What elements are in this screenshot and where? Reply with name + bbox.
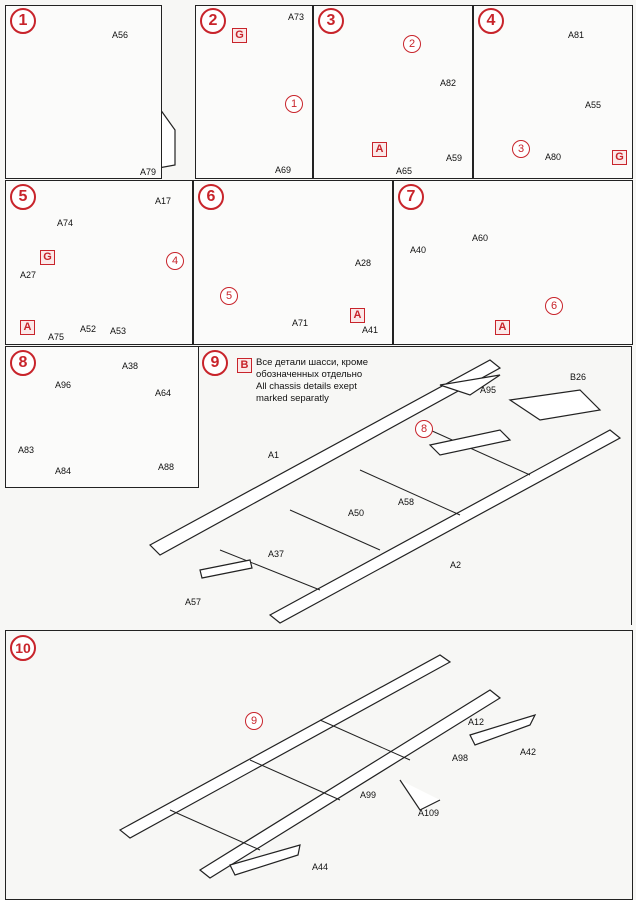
part-label: A55	[585, 100, 602, 110]
part-label: A80	[545, 152, 562, 162]
step-number: 3	[318, 8, 344, 34]
part-label: A41	[362, 325, 379, 335]
step-reference: 2	[403, 35, 421, 53]
step-number: 6	[198, 184, 224, 210]
part-label: A2	[450, 560, 462, 570]
step-number: 5	[10, 184, 36, 210]
part-label: A73	[288, 12, 305, 22]
part-label: A81	[568, 30, 585, 40]
sprue-tag: A	[495, 320, 510, 335]
step-reference: 5	[220, 287, 238, 305]
part-label: A64	[155, 388, 172, 398]
part-label: A59	[446, 153, 463, 163]
step-5-panel	[5, 180, 193, 345]
part-label: A57	[185, 597, 202, 607]
part-label: A96	[55, 380, 72, 390]
step-1-panel	[5, 5, 162, 179]
sprue-tag: G	[232, 28, 247, 43]
part-label: A56	[112, 30, 129, 40]
part-label: A58	[398, 497, 415, 507]
part-label: B26	[570, 372, 587, 382]
step-number: 10	[10, 635, 36, 661]
step-number: 9	[202, 350, 228, 376]
sprue-tag: A	[350, 308, 365, 323]
sprue-tag: G	[40, 250, 55, 265]
part-label: A99	[360, 790, 377, 800]
step-number: 4	[478, 8, 504, 34]
step-reference: 9	[245, 712, 263, 730]
step-reference: 1	[285, 95, 303, 113]
step-number: 2	[200, 8, 226, 34]
part-label: A40	[410, 245, 427, 255]
part-label: A17	[155, 196, 172, 206]
part-label: A74	[57, 218, 74, 228]
part-label: A44	[312, 862, 329, 872]
part-label: A88	[158, 462, 175, 472]
step-7-panel	[393, 180, 633, 345]
part-label: A84	[55, 466, 72, 476]
part-label: A69	[275, 165, 292, 175]
step-number: 1	[10, 8, 36, 34]
sprue-tag: A	[372, 142, 387, 157]
step-4-panel	[473, 5, 633, 179]
step-reference: 8	[415, 420, 433, 438]
step-3-panel	[313, 5, 473, 179]
part-label: A37	[268, 549, 285, 559]
step-reference: 6	[545, 297, 563, 315]
part-label: A52	[80, 324, 97, 334]
part-label: A50	[348, 508, 365, 518]
part-label: A12	[468, 717, 485, 727]
note-line: marked separatly	[256, 393, 329, 404]
part-label: A27	[20, 270, 37, 280]
note-line: All chassis details exept	[256, 381, 357, 392]
note-line: Все детали шасси, кроме	[256, 357, 369, 368]
part-label: A95	[480, 385, 497, 395]
chassis-note: Все детали шасси, кроме обозначенных отд…	[256, 357, 368, 405]
part-label: A60	[472, 233, 489, 243]
sprue-tag: G	[612, 150, 627, 165]
part-label: A98	[452, 753, 469, 763]
step-2-panel	[195, 5, 313, 179]
part-label: A109	[418, 808, 440, 818]
step-reference: 3	[512, 140, 530, 158]
part-label: A28	[355, 258, 372, 268]
part-label: A65	[396, 166, 413, 176]
sprue-tag: A	[20, 320, 35, 335]
step-9-panel	[197, 346, 632, 625]
sprue-tag: B	[237, 358, 252, 373]
part-label: A38	[122, 361, 139, 371]
step-number: 8	[10, 350, 36, 376]
part-label: A75	[48, 332, 65, 342]
part-label: A79	[140, 167, 157, 177]
note-line: обозначенных отдельно	[256, 369, 363, 380]
part-label: A1	[268, 450, 280, 460]
part-label: A82	[440, 78, 457, 88]
part-label: A42	[520, 747, 537, 757]
step-10-panel	[5, 630, 633, 900]
part-label: A53	[110, 326, 127, 336]
part-label: A71	[292, 318, 309, 328]
part-label: A83	[18, 445, 35, 455]
step-reference: 4	[166, 252, 184, 270]
step-8-panel	[5, 346, 199, 488]
step-number: 7	[398, 184, 424, 210]
